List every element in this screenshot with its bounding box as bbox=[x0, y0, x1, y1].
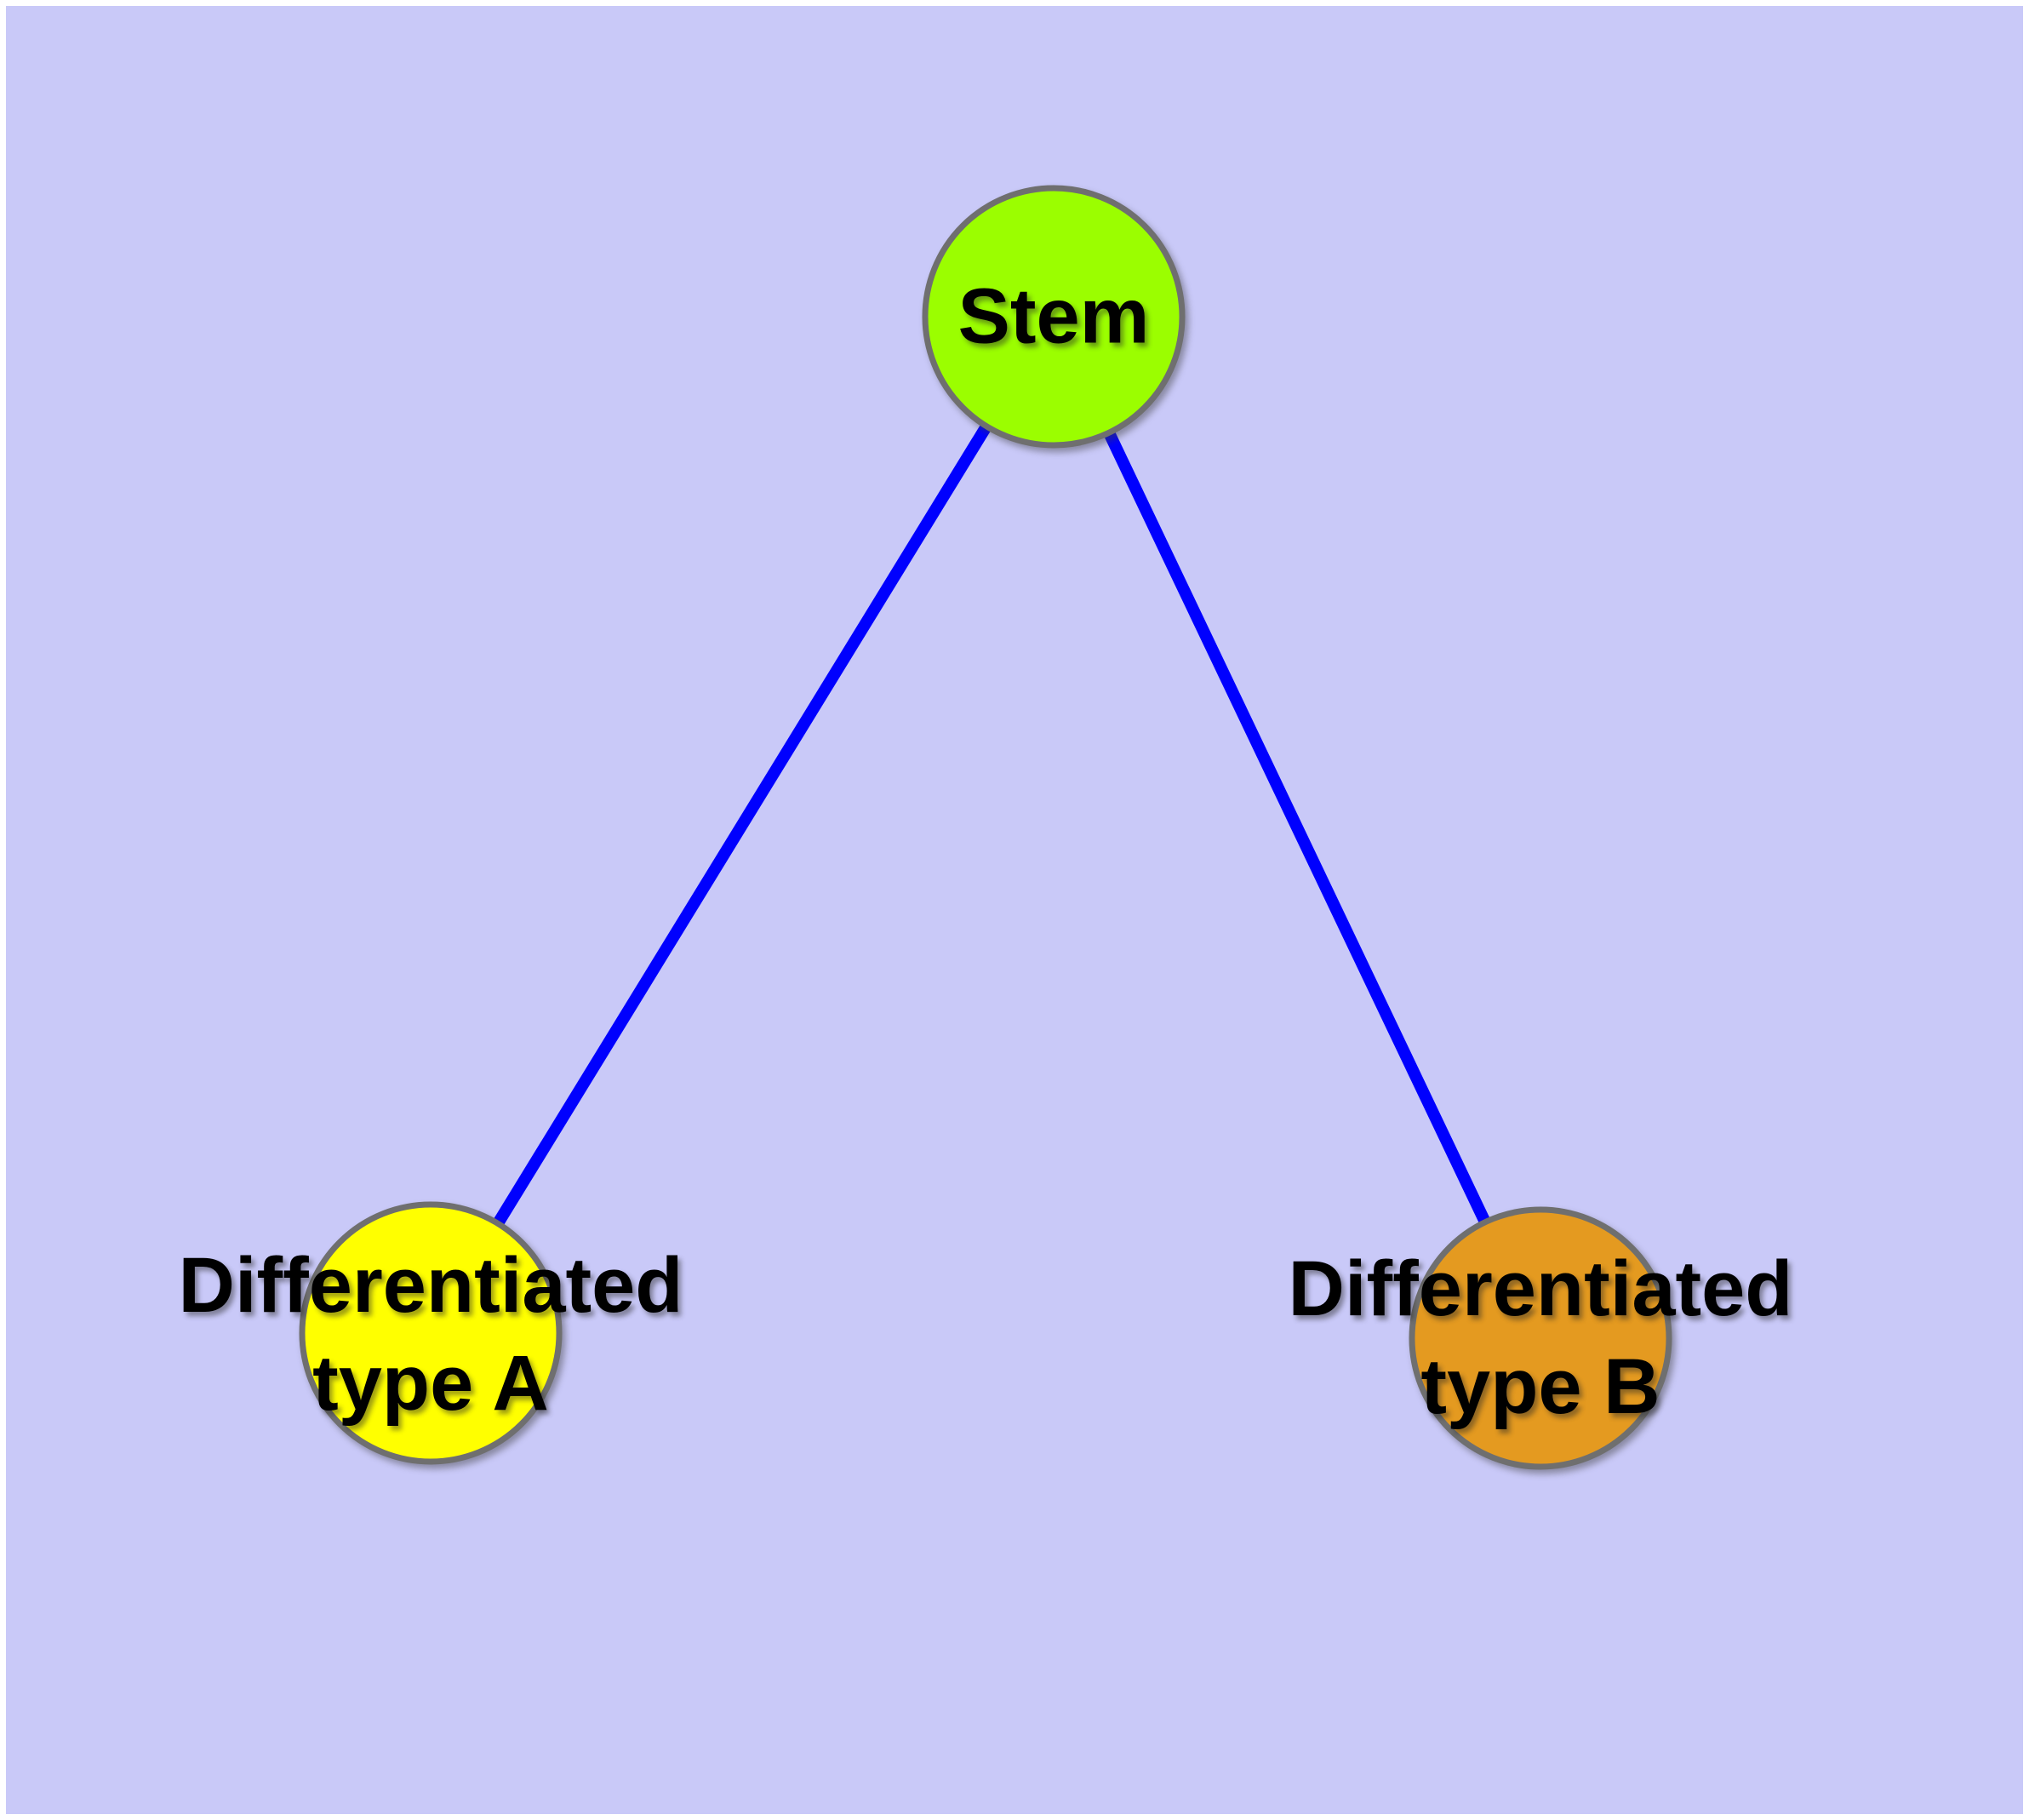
differentiated-type-b-node bbox=[1409, 1206, 1672, 1470]
edge-stem-to-type-a bbox=[425, 311, 1060, 1339]
stem-node bbox=[922, 185, 1186, 449]
differentiated-type-a-node bbox=[299, 1201, 563, 1465]
edge-stem-to-type-b bbox=[1048, 311, 1546, 1344]
